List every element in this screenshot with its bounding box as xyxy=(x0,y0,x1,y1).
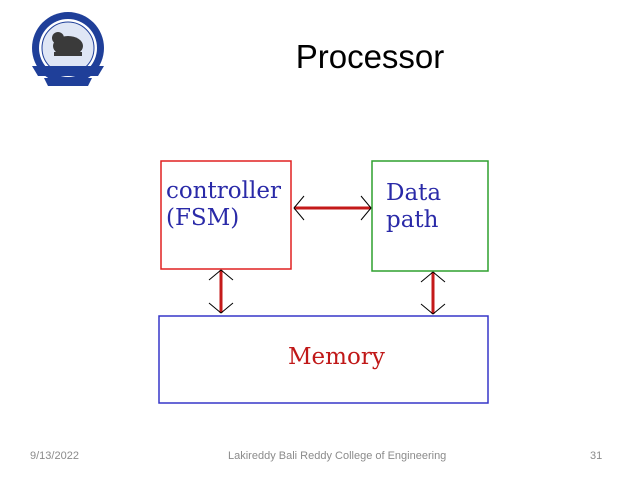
footer-page-number: 31 xyxy=(590,450,603,462)
controller-label-line1: controller xyxy=(166,178,281,204)
datapath-label: Data path xyxy=(386,180,441,234)
controller-label-line2: (FSM) xyxy=(166,205,240,231)
datapath-memory-arrow xyxy=(420,271,446,315)
college-seal-logo xyxy=(32,12,104,86)
controller-label: controller (FSM) xyxy=(166,178,281,232)
memory-box xyxy=(158,315,489,404)
datapath-label-line1: Data xyxy=(386,180,442,206)
footer-institution: Lakireddy Bali Reddy College of Engineer… xyxy=(228,450,447,462)
ribbon xyxy=(32,66,104,86)
controller-datapath-arrow xyxy=(293,195,372,221)
controller-memory-arrow xyxy=(208,269,234,314)
memory-label: Memory xyxy=(288,344,385,370)
datapath-label-line2: path xyxy=(386,207,439,233)
emblem-figure xyxy=(52,32,83,56)
datapath-box xyxy=(371,160,489,272)
controller-box xyxy=(160,160,292,270)
slide-title: Processor xyxy=(295,38,445,75)
footer-date: 9/13/2022 xyxy=(30,450,79,462)
